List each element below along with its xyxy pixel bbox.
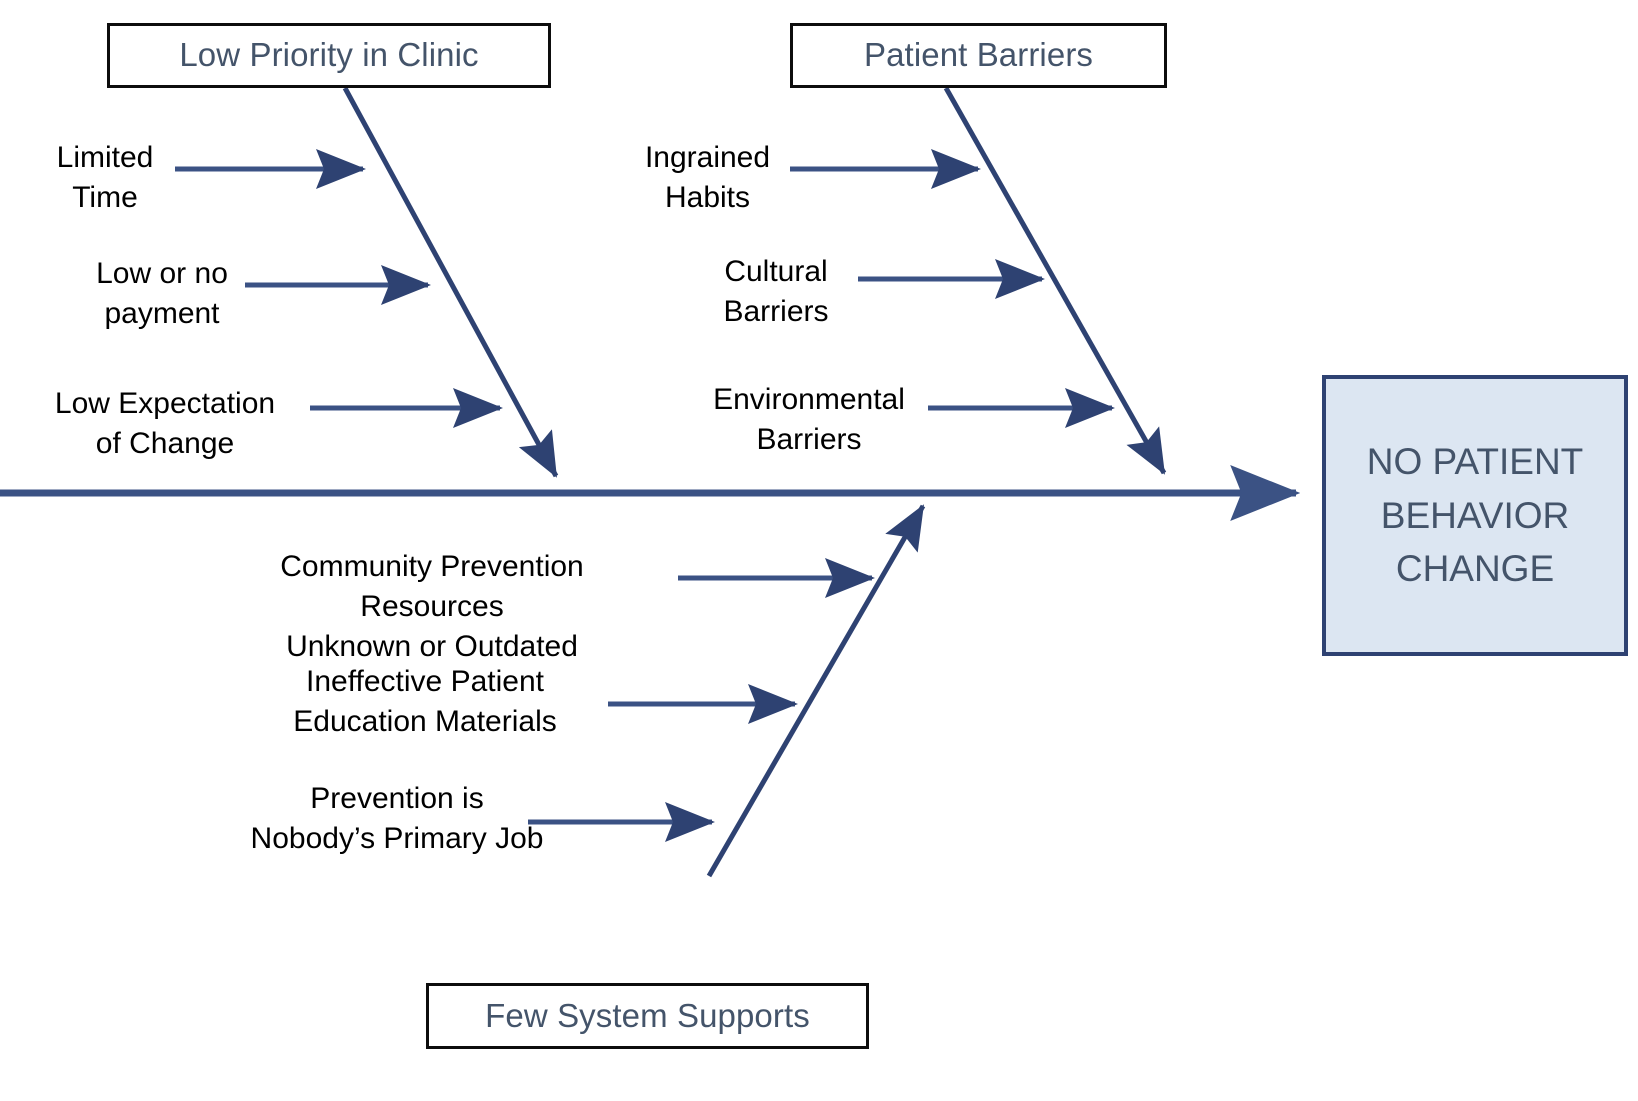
cause-label-ingrained-habits: Ingrained Habits — [644, 141, 771, 214]
cause-label-community-prevention-resources: Community Prevention Resources Unknown o… — [280, 550, 584, 663]
cause-label-low-or-no-payment: Low or no payment — [96, 257, 228, 330]
category-box-low-priority-in-clinic[interactable]: Low Priority in Clinic — [107, 23, 551, 88]
effect-line-2: BEHAVIOR — [1380, 494, 1570, 536]
bone-few-system-supports — [706, 504, 926, 878]
cause-label-cultural-barriers: Cultural Barriers — [723, 255, 829, 328]
bone-low-priority-in-clinic — [342, 86, 559, 478]
bone-patient-barriers — [943, 86, 1167, 475]
category-box-patient-barriers[interactable]: Patient Barriers — [790, 23, 1167, 88]
cause-label-environmental-barriers: Environmental Barriers — [713, 383, 905, 456]
cause-label-ineffective-patient-education-materials: Ineffective Patient Education Materials — [293, 665, 557, 738]
effect-line-1: NO PATIENT — [1366, 441, 1584, 483]
cause-label-prevention-is-nobodys-primary-job: Prevention is Nobody’s Primary Job — [250, 782, 544, 855]
cause-label-limited-time: Limited Time — [56, 141, 154, 214]
category-box-few-system-supports[interactable]: Few System Supports — [426, 983, 869, 1049]
effect-box[interactable]: NO PATIENT BEHAVIOR CHANGE — [1322, 375, 1628, 656]
effect-line-3: CHANGE — [1395, 548, 1555, 590]
cause-label-low-expectation-of-change: Low Expectation of Change — [54, 387, 276, 460]
